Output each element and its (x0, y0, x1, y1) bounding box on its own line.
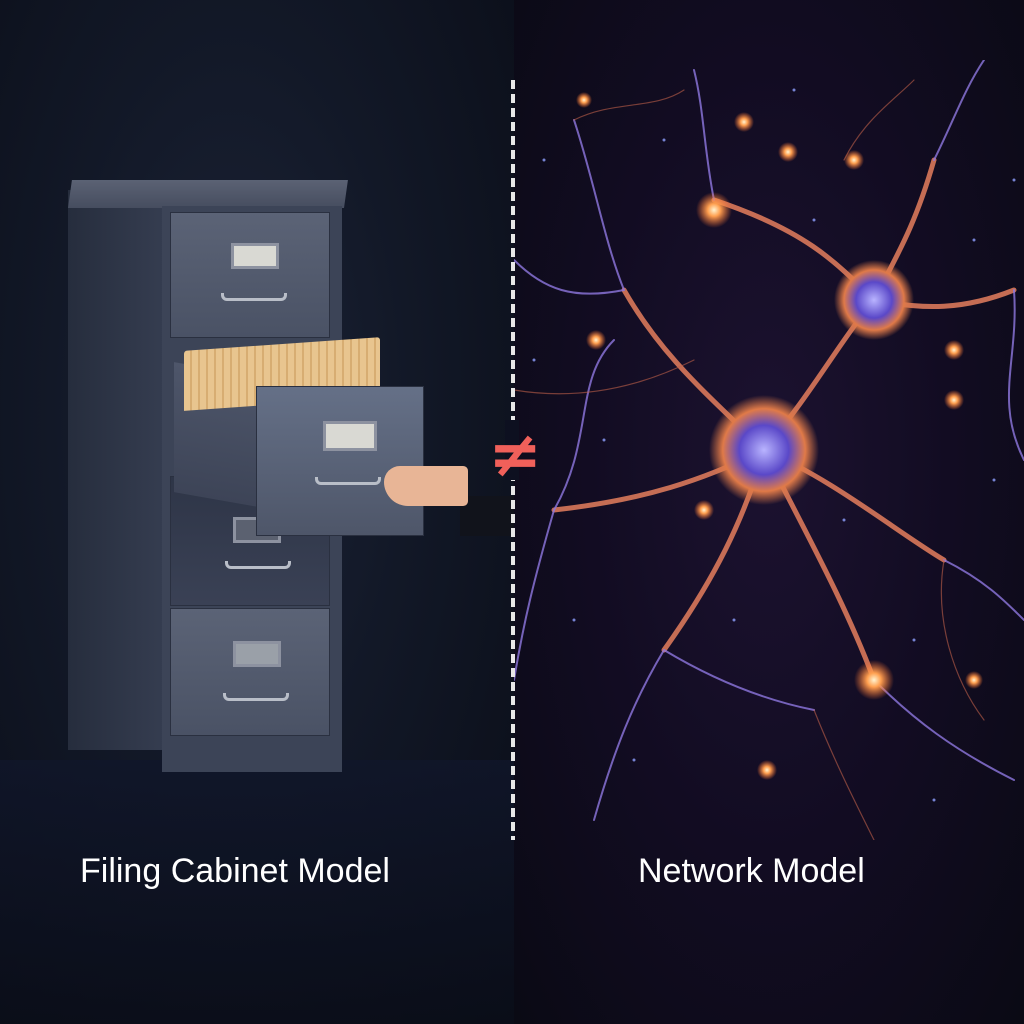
neuron-network-illustration (514, 60, 1024, 840)
drawer-2-open (256, 386, 424, 536)
filing-cabinet-caption: Filing Cabinet Model (80, 852, 390, 890)
not-equal-icon: ≠ (488, 418, 542, 492)
drawer-label (231, 243, 279, 269)
cabinet-top (68, 180, 348, 208)
drawer-handle (315, 477, 381, 485)
hand-icon (384, 466, 468, 506)
right-panel-background (514, 0, 1024, 1024)
drawer-label (233, 641, 281, 667)
divider-gap (505, 420, 519, 480)
drawer-handle (223, 693, 289, 701)
drawer-handle (221, 293, 287, 301)
cabinet-side (68, 190, 164, 750)
drawer-1 (170, 212, 330, 338)
drawer-handle (225, 561, 291, 569)
drawer-label (323, 421, 377, 451)
drawer-4 (170, 608, 330, 736)
sleeve (460, 496, 514, 536)
floor-shadow (0, 760, 514, 1024)
network-model-caption: Network Model (638, 852, 865, 890)
